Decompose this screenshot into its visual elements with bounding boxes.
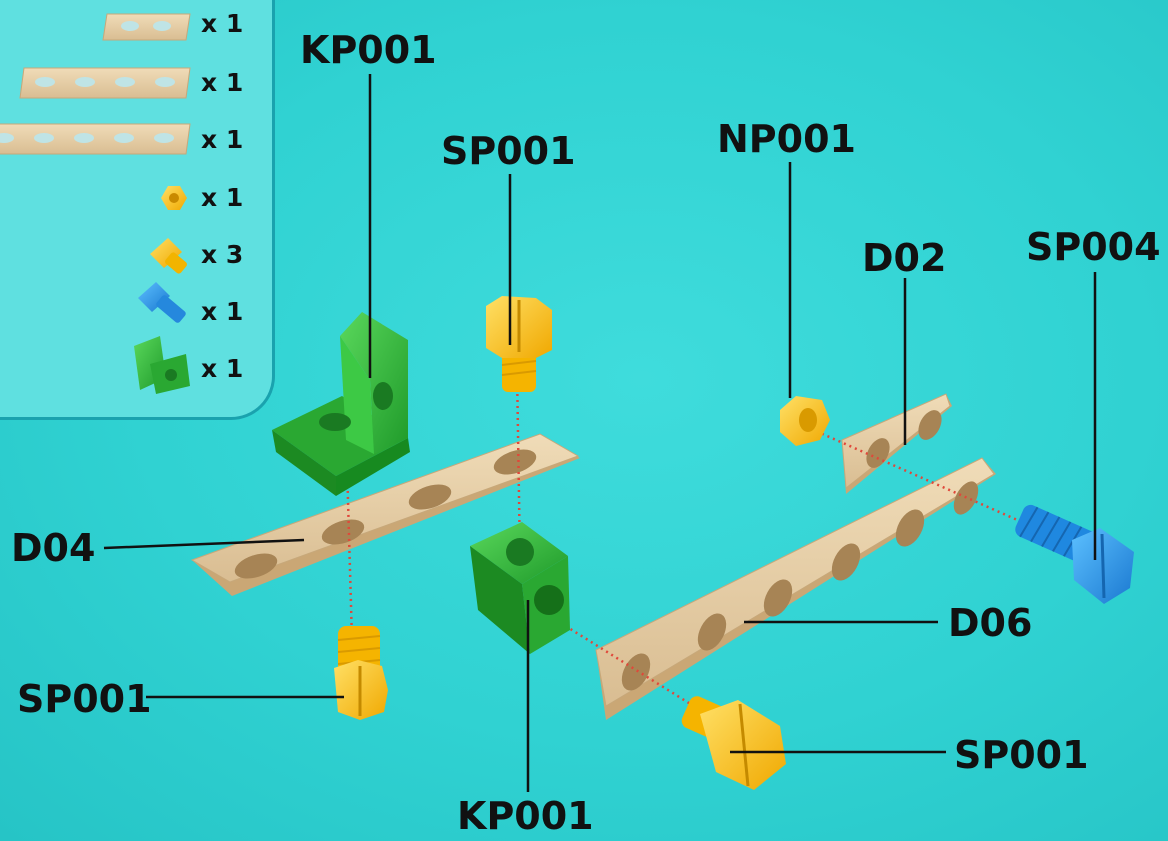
label-d06: D06 bbox=[948, 601, 1033, 645]
inventory-qty-yellow-nut: x 1 bbox=[201, 183, 244, 212]
inventory-thumb-green-angle bbox=[134, 336, 190, 394]
label-sp001-top: SP001 bbox=[441, 129, 576, 173]
wood-bar-d04 bbox=[190, 433, 580, 596]
wood-bar-d06 bbox=[595, 457, 996, 720]
green-angle-block-bottom bbox=[470, 522, 570, 654]
label-sp001-left: SP001 bbox=[17, 677, 152, 721]
green-angle-block-top bbox=[272, 312, 410, 496]
blue-screw bbox=[1015, 504, 1134, 604]
yellow-screw-top bbox=[486, 296, 552, 392]
inventory-thumb-wood-bar-6 bbox=[0, 123, 191, 155]
label-d02: D02 bbox=[862, 236, 947, 280]
inventory-thumb-yellow-nut bbox=[161, 186, 187, 210]
inventory-qty-yellow-screw: x 3 bbox=[201, 240, 244, 269]
inventory-thumb-yellow-screw bbox=[150, 238, 187, 274]
label-kp001-top: KP001 bbox=[300, 28, 437, 72]
inventory-thumb-wood-bar-4 bbox=[19, 67, 191, 99]
inventory-qty-green-angle: x 1 bbox=[201, 354, 244, 383]
label-kp001-bottom: KP001 bbox=[457, 794, 594, 838]
inventory-thumb-blue-screw bbox=[138, 282, 186, 323]
callout-lines bbox=[103, 74, 1097, 792]
label-sp004: SP004 bbox=[1026, 225, 1161, 269]
yellow-nut bbox=[780, 396, 830, 446]
wood-bar-d02 bbox=[841, 393, 952, 494]
yellow-screw-right bbox=[681, 696, 786, 790]
inventory-qty-wood-bar-6: x 1 bbox=[201, 125, 244, 154]
yellow-screw-left bbox=[334, 626, 388, 720]
inventory-qty-wood-bar-4: x 1 bbox=[201, 68, 244, 97]
inventory-qty-blue-screw: x 1 bbox=[201, 297, 244, 326]
label-sp001-right: SP001 bbox=[954, 733, 1089, 777]
inventory-thumb-wood-bar-2 bbox=[102, 13, 191, 41]
inventory-qty-wood-bar-2: x 1 bbox=[201, 9, 244, 38]
label-d04: D04 bbox=[11, 526, 96, 570]
label-np001: NP001 bbox=[717, 117, 856, 161]
